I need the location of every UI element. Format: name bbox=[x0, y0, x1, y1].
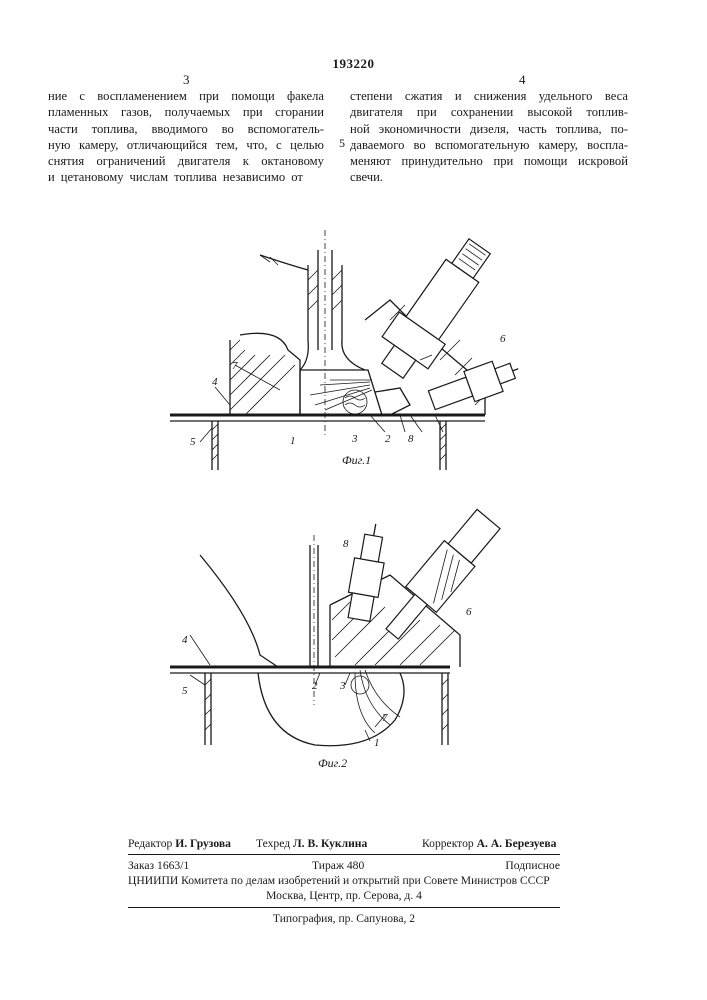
right-text-line: степенисжатияисниженияудельноговеса bbox=[350, 88, 628, 104]
fig1-callout-2: 2 bbox=[385, 433, 391, 445]
left-text-column: ниесвоспламенениемприпомощифакелапламенн… bbox=[48, 88, 324, 186]
left-text-line: нуюкамеру,отличающийсятем,что,сцелью bbox=[48, 137, 324, 153]
figure-2-drawing bbox=[160, 505, 510, 765]
fig1-callout-8: 8 bbox=[408, 433, 414, 445]
fig2-callout-7: 7 bbox=[382, 712, 388, 724]
fig1-callout-7: 7 bbox=[232, 360, 238, 372]
patent-number: 193220 bbox=[0, 56, 707, 72]
left-column-number: 3 bbox=[183, 72, 190, 88]
circulation: Тираж 480 bbox=[312, 859, 364, 872]
right-text-line: свечи. bbox=[350, 169, 628, 185]
figure-1-caption: Фиг.1 bbox=[342, 453, 371, 468]
figure-1-drawing bbox=[160, 210, 520, 470]
right-text-column: степенисжатияисниженияудельноговесадвига… bbox=[350, 88, 628, 186]
institute-line-2: Москва, Центр, пр. Серова, д. 4 bbox=[128, 889, 560, 902]
fig2-callout-1: 1 bbox=[374, 737, 380, 749]
footer-divider-2 bbox=[128, 907, 560, 908]
fig2-callout-3: 3 bbox=[340, 680, 346, 692]
left-text-line: частитоплива,вводимогововспомогатель- bbox=[48, 121, 324, 137]
techred-credit: Техред Л. В. Куклина bbox=[256, 837, 367, 850]
printer-line: Типография, пр. Сапунова, 2 bbox=[128, 912, 560, 925]
left-text-line: ниесвоспламенениемприпомощифакела bbox=[48, 88, 324, 104]
fig1-callout-4: 4 bbox=[212, 376, 218, 388]
line-number-marker: 5 bbox=[339, 136, 345, 151]
institute-line-1: ЦНИИПИ Комитета по делам изобретений и о… bbox=[128, 874, 560, 887]
figure-2-caption: Фиг.2 bbox=[318, 756, 347, 771]
editor-credit: Редактор И. Грузова bbox=[128, 837, 231, 850]
fig2-callout-4: 4 bbox=[182, 634, 188, 646]
order-number: Заказ 1663/1 bbox=[128, 859, 189, 872]
footer-divider bbox=[128, 854, 560, 855]
fig1-callout-3: 3 bbox=[352, 433, 358, 445]
left-text-line: пламенныхгазов,получаемыхприсгорании bbox=[48, 104, 324, 120]
fig2-callout-2: 2 bbox=[312, 680, 318, 692]
fig1-callout-5: 5 bbox=[190, 436, 196, 448]
right-text-line: даваемогововспомогательнуюкамеру,воспла- bbox=[350, 137, 628, 153]
fig1-callout-6: 6 bbox=[500, 333, 506, 345]
left-text-line: ицетановомучисламтопливанезависимоот bbox=[48, 169, 324, 185]
right-text-line: двигателяприсохранениивысокойтоплив- bbox=[350, 104, 628, 120]
right-column-number: 4 bbox=[519, 72, 526, 88]
fig2-callout-8: 8 bbox=[343, 538, 349, 550]
right-text-line: нойэкономичностидизеля,частьтоплива,по- bbox=[350, 121, 628, 137]
corrector-credit: Корректор А. А. Березуева bbox=[422, 837, 556, 850]
right-text-line: меняютпринудительноприпомощиискровой bbox=[350, 153, 628, 169]
left-text-line: снятияограниченийдвигателякоктановому bbox=[48, 153, 324, 169]
fig1-callout-1: 1 bbox=[290, 435, 296, 447]
fig2-callout-5: 5 bbox=[182, 685, 188, 697]
fig2-callout-6: 6 bbox=[466, 606, 472, 618]
subscription: Подписное bbox=[505, 859, 560, 872]
